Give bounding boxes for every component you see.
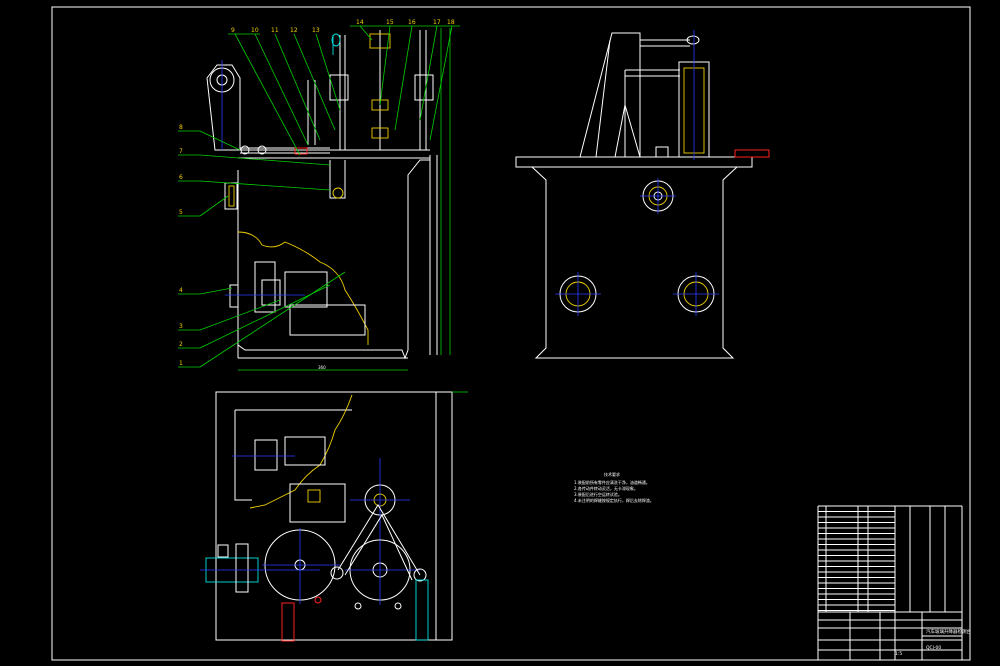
plan-view	[200, 391, 468, 642]
tech-req-line-1: 1.装配前所有零件应清洗干净，油道畅通。	[574, 479, 650, 485]
part-label-8: 8	[179, 124, 183, 131]
part-label-11: 11	[271, 27, 279, 34]
tech-req-line-4: 4.未注明的焊缝按规定执行，焊后去除焊渣。	[574, 497, 654, 503]
part-label-3: 3	[179, 323, 183, 330]
drawing-frame	[51, 6, 971, 661]
front-view: 360	[206, 28, 451, 371]
part-label-12: 12	[290, 27, 298, 34]
technical-requirements: 技术要求 1.装配前所有零件应清洗干净，油道畅通。 2.各传动件转动灵活，无卡滞…	[574, 471, 654, 503]
part-label-7: 7	[179, 148, 183, 155]
side-view	[515, 30, 770, 359]
part-label-5: 5	[179, 209, 183, 216]
title-block-name: 汽车玻璃升降器检测台	[926, 628, 971, 635]
part-label-9: 9	[231, 27, 235, 34]
part-label-6: 6	[179, 174, 183, 181]
part-label-1: 1	[179, 360, 183, 367]
title-block-drawing-no: QCJ-00	[926, 645, 941, 651]
tech-req-line-2: 2.各传动件转动灵活，无卡滞现象。	[574, 485, 638, 491]
left-part-labels: 8 7 6 5 4 3 2 1	[179, 124, 183, 367]
part-label-14: 14	[356, 19, 364, 26]
front-view-dimension: 360	[318, 365, 326, 370]
part-label-4: 4	[179, 287, 183, 294]
upper-leaders	[228, 25, 460, 156]
title-block-scale: 1:5	[895, 651, 902, 657]
part-label-13: 13	[312, 27, 320, 34]
part-label-2: 2	[179, 341, 183, 348]
title-block	[817, 505, 963, 660]
part-label-15: 15	[386, 19, 394, 26]
part-label-18: 18	[447, 19, 455, 26]
tech-req-title: 技术要求	[604, 471, 620, 477]
left-leaders	[178, 130, 346, 368]
part-label-17: 17	[433, 19, 441, 26]
part-label-10: 10	[251, 27, 259, 34]
part-label-16: 16	[408, 19, 416, 26]
tech-req-line-3: 3.装配后进行空运转试验。	[574, 491, 622, 497]
upper-part-labels: 9 10 11 12 13 14 15 16 17 18	[231, 19, 455, 34]
